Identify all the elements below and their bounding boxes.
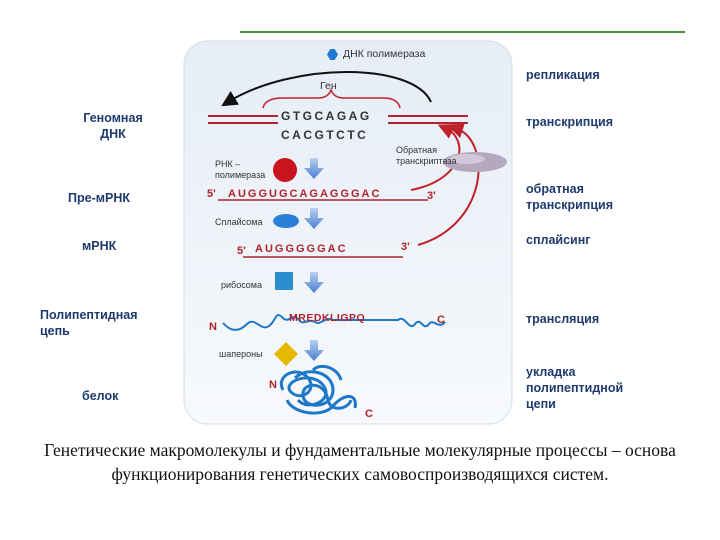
- label-folding: укладка полипептидной цепи: [526, 365, 624, 411]
- spliceosome-label: Сплайсома: [215, 217, 263, 227]
- dna-bottom-sequence: CACGTCTC: [281, 128, 369, 142]
- gene-brace: [262, 87, 401, 109]
- label-transcription: транскрипция: [526, 115, 613, 129]
- rna-polymerase-label: РНК – полимераза: [215, 159, 266, 180]
- label-replication: репликация: [526, 68, 600, 82]
- polypeptide-c: C: [437, 314, 445, 326]
- rt-arrow-outer: [417, 122, 480, 246]
- polypeptide-n: N: [209, 321, 217, 333]
- label-reverse-transcription: обратная транскрипция: [526, 182, 613, 212]
- label-polypeptide: Полипептидная цепь: [40, 308, 138, 338]
- label-translation: трансляция: [526, 312, 600, 326]
- mrna-three: 3': [401, 241, 410, 253]
- chaperones-label: шапероны: [219, 349, 263, 359]
- protein-c: C: [365, 408, 373, 420]
- gene-label: Ген: [320, 80, 337, 92]
- replication-arrow: [221, 71, 432, 107]
- ribosome-label: рибосома: [221, 280, 262, 290]
- polypeptide-sequence: MREDKLIGPQ: [289, 312, 366, 324]
- label-pre-mrna: Пре-мРНК: [68, 191, 130, 205]
- dna-top-sequence: GTGCAGAG: [281, 109, 372, 123]
- spliceosome-shape: [273, 214, 299, 228]
- protein-n: N: [269, 379, 277, 391]
- rna-polymerase-shape: [273, 158, 297, 182]
- premrna-three: 3': [427, 190, 436, 202]
- flow-arrows: [304, 158, 324, 361]
- protein-globule: [279, 364, 357, 415]
- dna-polymerase-icon: [327, 49, 338, 60]
- mrna-sequence: AUGGGGGAC: [255, 243, 348, 255]
- label-genomic-dna: Геномная ДНК: [83, 111, 143, 141]
- label-mrna: мРНК: [82, 239, 117, 253]
- dna-polymerase-label: ДНК полимераза: [343, 48, 426, 60]
- reverse-transcriptase-label: Обратная транскриптаза: [396, 145, 457, 166]
- diagram-panel: ДНК полимераза Ген GTGCAGAG CACGTCTC РНК…: [183, 40, 513, 425]
- figure-caption: Генетические макромолекулы и фундаментал…: [44, 440, 676, 484]
- premrna-five: 5': [207, 188, 216, 200]
- mrna-five: 5': [237, 245, 246, 257]
- label-splicing: сплайсинг: [526, 233, 591, 247]
- premrna-sequence: AUGGUGCAGAGGGAC: [228, 188, 382, 200]
- chaperone-shape: [274, 342, 298, 366]
- diagram-graphics: [183, 40, 513, 425]
- header-rule: [240, 31, 685, 33]
- label-protein: белок: [82, 389, 119, 403]
- ribosome-shape: [275, 272, 293, 290]
